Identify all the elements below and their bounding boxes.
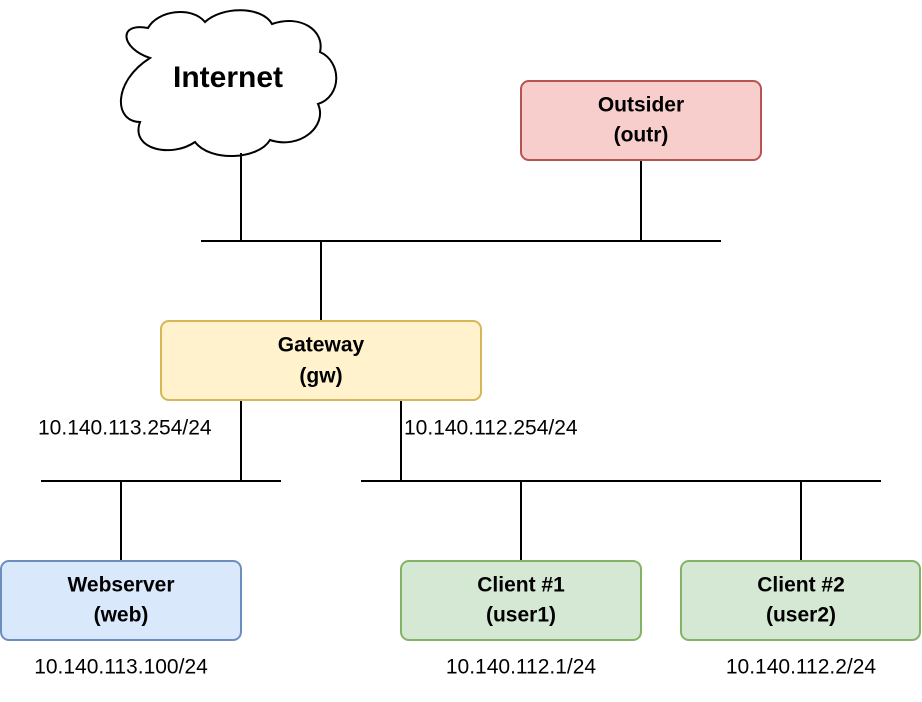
client2-host: (user2) [766, 604, 836, 627]
gateway-right-ip: 10.140.112.254/24 [404, 417, 578, 440]
gateway-name: Gateway [278, 334, 365, 357]
client2-node[interactable]: Client #2 (user2) [680, 560, 921, 641]
outsider-host: (outr) [614, 124, 669, 147]
webserver-ip: 10.140.113.100/24 [34, 656, 208, 679]
gateway-host: (gw) [299, 365, 342, 388]
gateway-box[interactable] [160, 320, 482, 401]
cloud-icon [119, 9, 338, 157]
internet-label: Internet [173, 61, 283, 94]
client1-name: Client #1 [477, 574, 565, 597]
gateway-left-ip: 10.140.113.254/24 [38, 417, 212, 440]
client1-host: (user1) [486, 604, 556, 627]
client2-name: Client #2 [757, 574, 845, 597]
client1-ip: 10.140.112.1/24 [446, 656, 597, 679]
webserver-box[interactable] [0, 560, 242, 641]
outsider-name: Outsider [598, 94, 684, 117]
webserver-node[interactable]: Webserver (web) [0, 560, 242, 641]
client2-box[interactable] [680, 560, 921, 641]
client1-box[interactable] [400, 560, 642, 641]
webserver-name: Webserver [67, 574, 174, 597]
internet-cloud: Internet [119, 9, 338, 157]
outsider-node[interactable]: Outsider (outr) [520, 80, 762, 161]
client2-ip: 10.140.112.2/24 [726, 656, 877, 679]
webserver-host: (web) [94, 604, 149, 627]
gateway-node[interactable]: Gateway (gw) [160, 320, 482, 401]
client1-node[interactable]: Client #1 (user1) [400, 560, 642, 641]
outsider-box[interactable] [520, 80, 762, 161]
